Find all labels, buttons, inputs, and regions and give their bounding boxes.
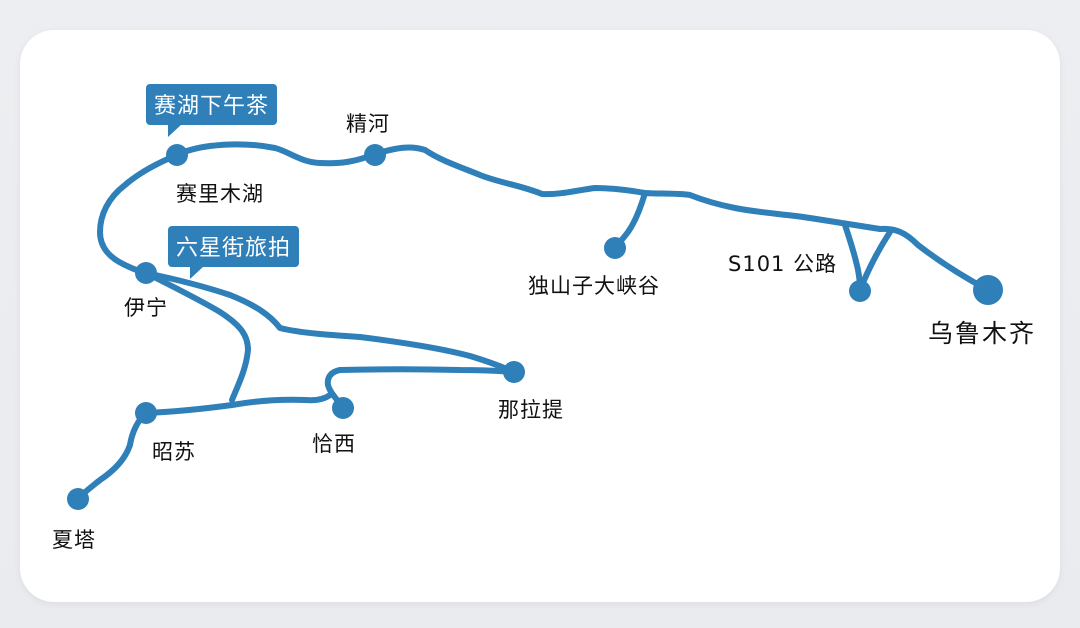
label-s101: S101 公路	[728, 252, 838, 276]
node-yining	[135, 262, 157, 284]
node-jinghe	[364, 144, 386, 166]
map-card	[20, 30, 1060, 602]
node-xiata	[67, 488, 89, 510]
route-s101-loop	[842, 222, 893, 293]
callout-tail	[190, 266, 204, 279]
callout-tail	[168, 124, 182, 137]
node-urumqi	[973, 275, 1003, 305]
label-yining: 伊宁	[124, 296, 168, 320]
route-qiaxi-nalati	[324, 366, 517, 411]
callout-liuxing-photo-text: 六星街旅拍	[176, 236, 292, 261]
label-dushanzi: 独山子大峡谷	[528, 274, 660, 298]
label-zhaosu: 昭苏	[152, 440, 196, 464]
label-xiata: 夏塔	[52, 528, 96, 552]
node-sayram-lake	[166, 144, 188, 166]
route-north-main	[174, 141, 991, 293]
label-sayram-lake: 赛里木湖	[176, 182, 264, 206]
node-qiaxi	[332, 397, 354, 419]
route-zhaosu-xiata	[75, 410, 149, 502]
route-yining-nalati-upper	[143, 270, 517, 375]
node-s101	[849, 280, 871, 302]
label-urumqi: 乌鲁木齐	[928, 319, 1037, 348]
route-yining-south	[143, 270, 251, 403]
route-sayram-yining	[97, 152, 180, 276]
callout-sayram-tea-text: 赛湖下午茶	[154, 94, 270, 119]
callout-sayram-tea: 赛湖下午茶	[146, 84, 278, 137]
node-nalati	[503, 361, 525, 383]
label-qiaxi: 恰西	[312, 432, 356, 456]
callout-liuxing-photo: 六星街旅拍	[168, 226, 300, 279]
route-zhaosu-qiaxi	[143, 392, 333, 416]
label-jinghe: 精河	[346, 112, 390, 136]
node-zhaosu	[135, 402, 157, 424]
label-nalati: 那拉提	[498, 398, 564, 422]
node-dushanzi	[604, 237, 626, 259]
